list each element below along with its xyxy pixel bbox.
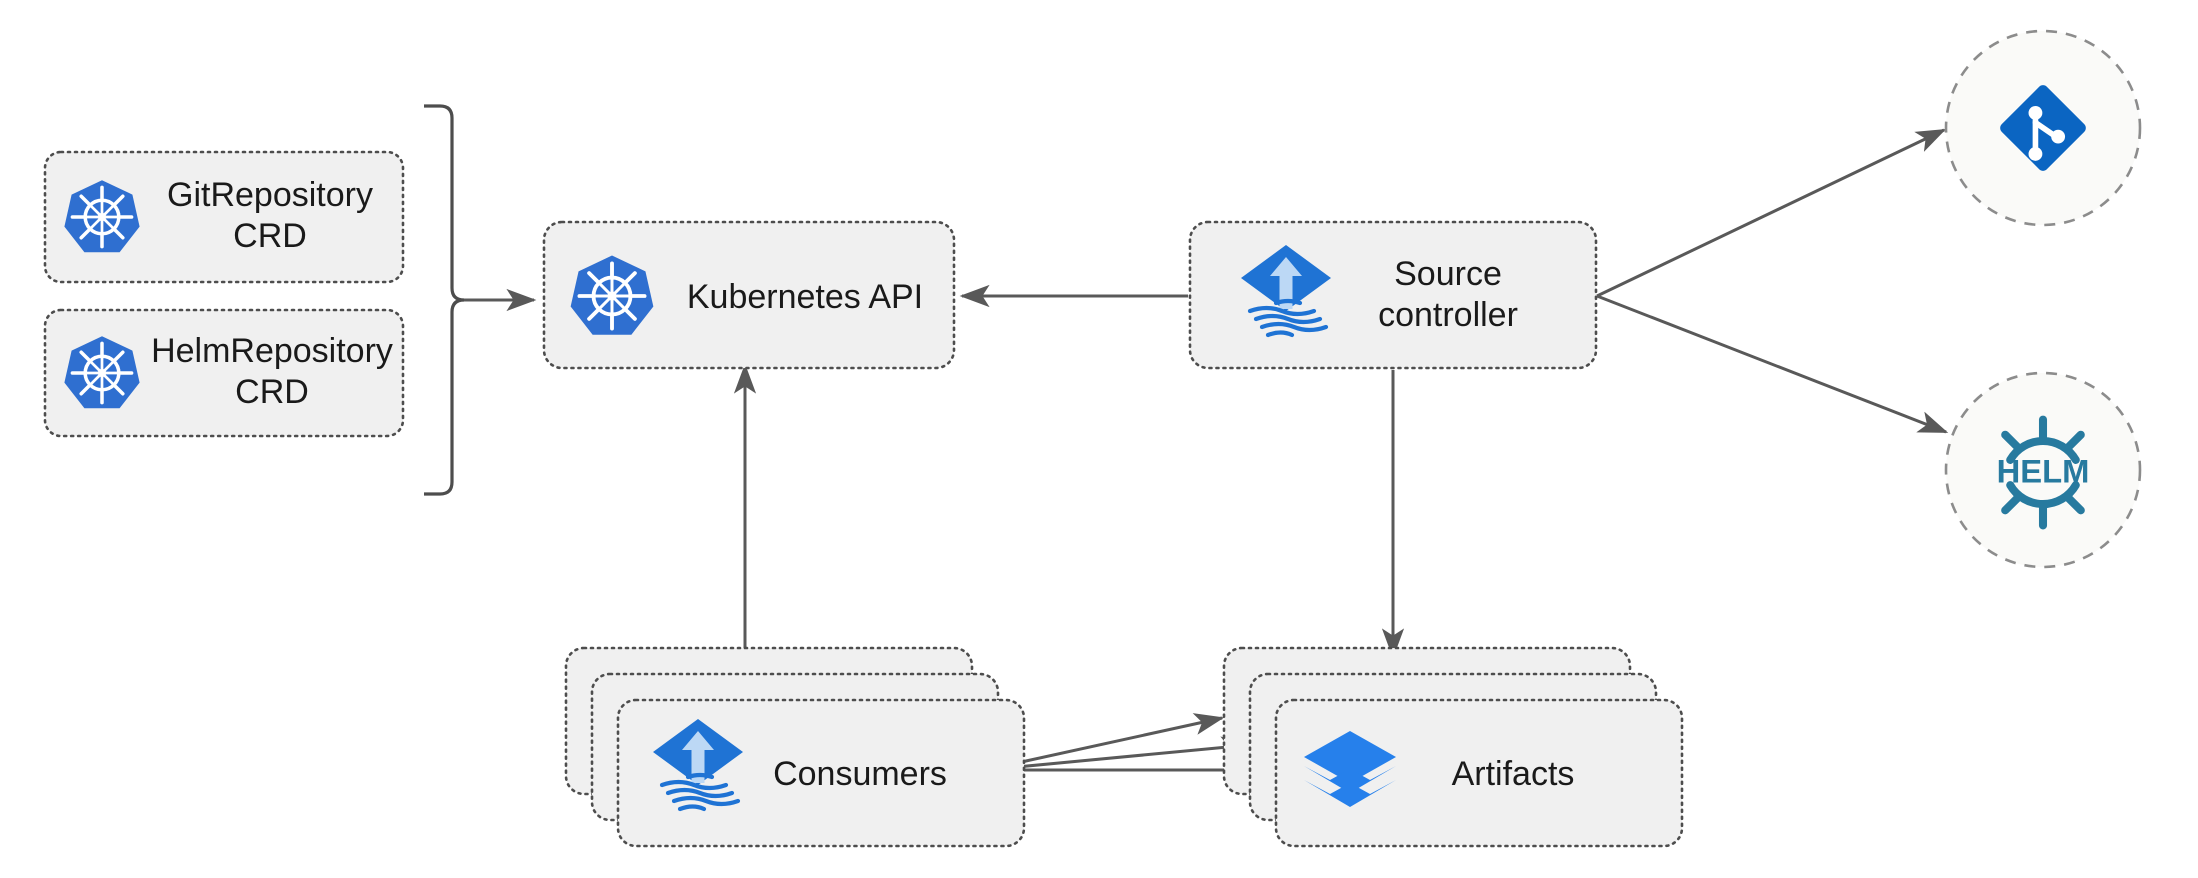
node-helm-provider[interactable]: [1944, 371, 2142, 569]
node-git-repository-crd[interactable]: GitRepository CRD: [43, 150, 405, 284]
node-kubernetes-api[interactable]: Kubernetes API: [542, 220, 956, 370]
helm-repository-crd-label-line1: HelmRepository: [151, 332, 393, 370]
node-helm-repository-crd[interactable]: HelmRepository CRD: [43, 308, 405, 438]
node-artifacts[interactable]: Artifacts: [1222, 646, 1684, 848]
edge-consumers-to-artifacts-2: [984, 736, 1252, 772]
node-surface: [1188, 220, 1598, 370]
git-repository-crd-label-line1: GitRepository: [167, 176, 373, 214]
helm-icon: [1997, 420, 2090, 526]
node-surface: [1274, 698, 1684, 848]
node-surface: [43, 150, 405, 284]
edge-source-controller-to-helm: [1596, 294, 1949, 434]
source-controller-label-line2: controller: [1378, 296, 1518, 334]
artifacts-label: Artifacts: [1452, 755, 1575, 793]
source-controller-label-line1: Source: [1394, 255, 1502, 293]
consumers-label: Consumers: [773, 755, 947, 793]
node-surface: [43, 308, 405, 438]
helm-repository-crd-label-line2: CRD: [235, 373, 309, 411]
edge-source-controller-to-git: [1596, 128, 1947, 298]
node-surface: [542, 220, 956, 370]
git-repository-crd-label-line2: CRD: [233, 217, 307, 255]
crd-bracket: [424, 104, 465, 496]
node-source-controller[interactable]: Source controller: [1188, 220, 1598, 370]
node-consumers[interactable]: Consumers: [564, 646, 1026, 848]
node-git-provider[interactable]: [1944, 29, 2142, 227]
kubernetes-api-label: Kubernetes API: [687, 278, 923, 316]
